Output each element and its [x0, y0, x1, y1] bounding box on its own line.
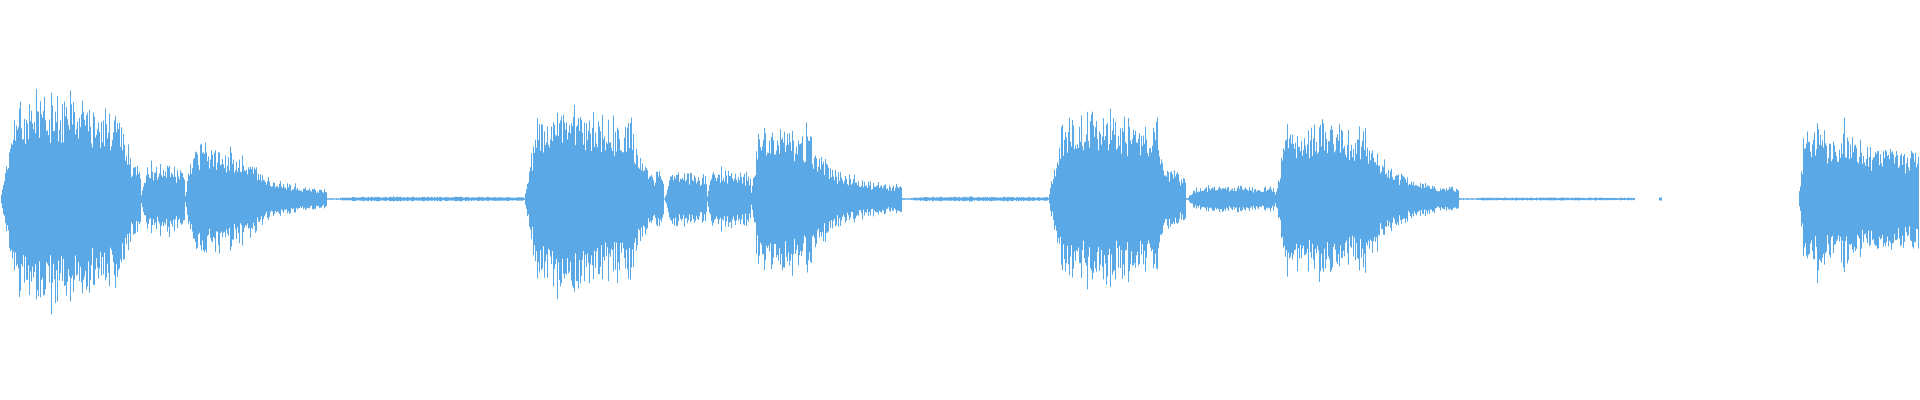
waveform-trace: [1, 88, 1919, 315]
